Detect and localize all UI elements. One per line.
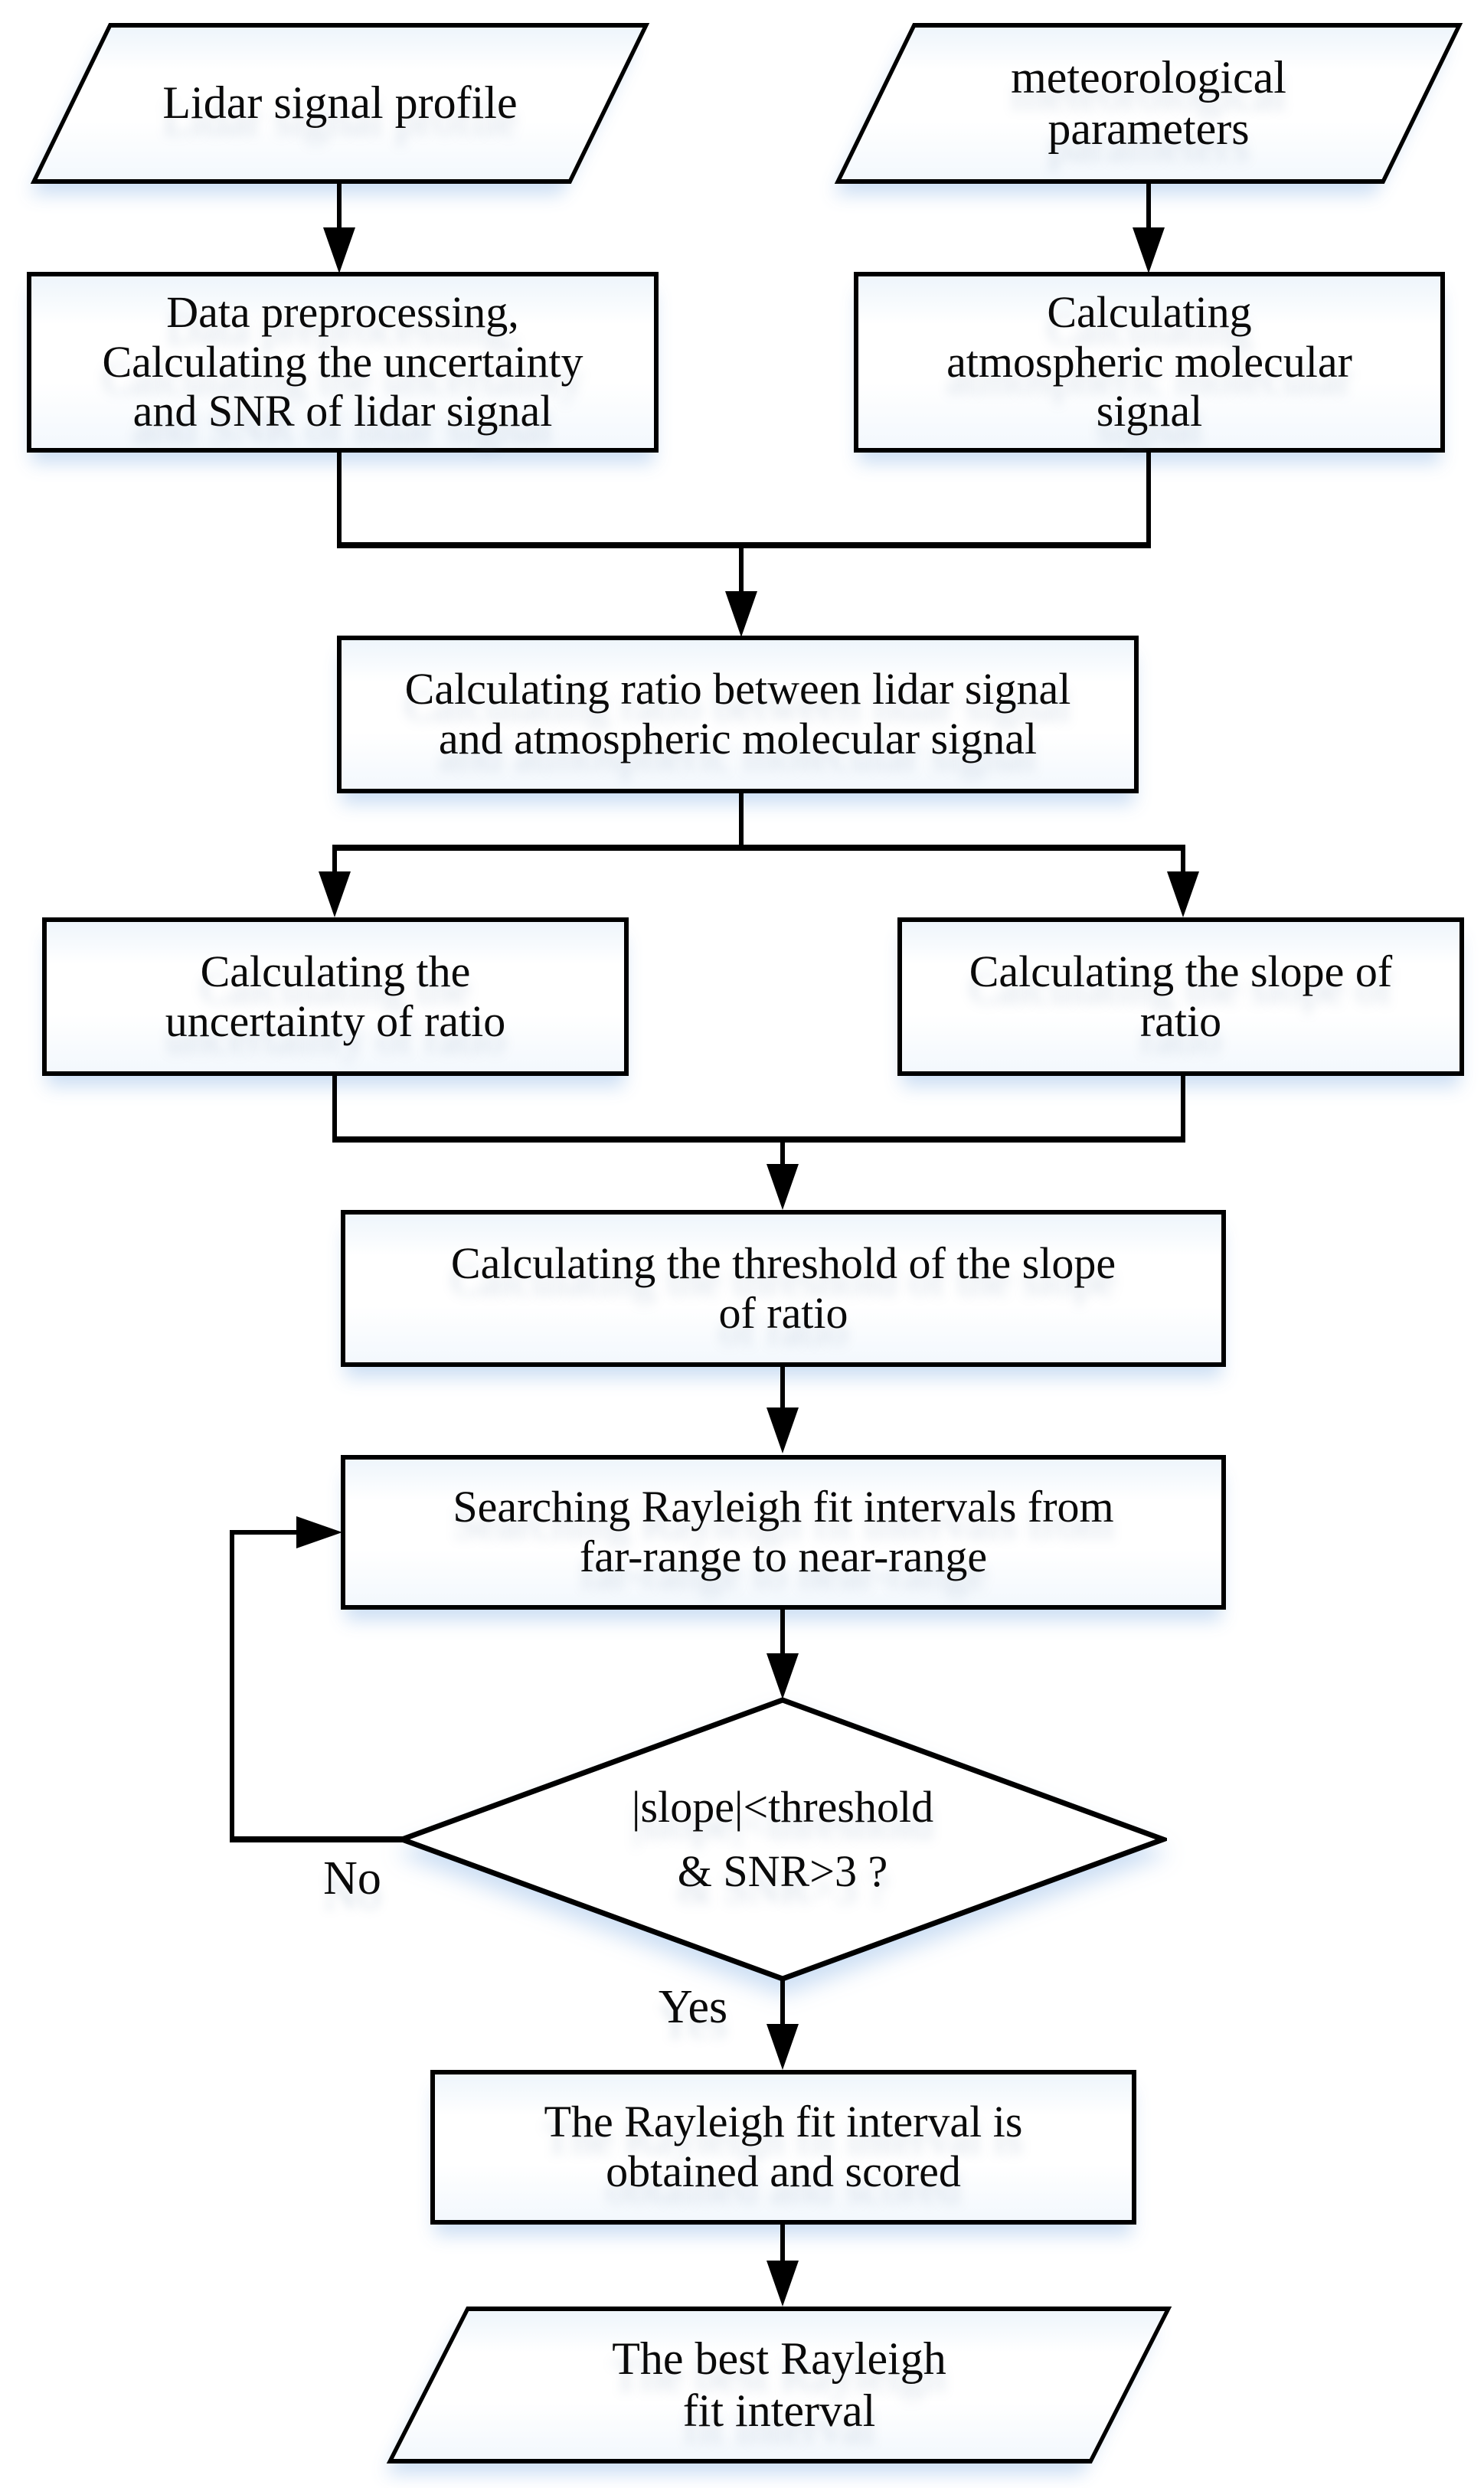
label-yes: Yes [658,1981,728,2033]
arrowhead-down [1133,227,1165,273]
connector-line [780,1365,785,1407]
arrowhead-down [767,1407,799,1453]
node-text-line: meteorological [1011,51,1286,103]
node-text-line: Calculating [1047,286,1252,337]
node-searching-intervals: Searching Rayleigh fit intervals from fa… [341,1455,1226,1610]
arrowhead-right [296,1516,342,1548]
node-text-line: Calculating the slope of [969,946,1393,996]
arrowhead-down [323,227,355,273]
arrowhead-down [767,1164,799,1210]
connector-line [1146,184,1151,231]
connector-line-no-branch [230,1530,299,1535]
node-text-line: Lidar signal profile [162,77,518,129]
connector-line [337,184,342,231]
connector-line [739,545,744,593]
connector-line [780,1139,785,1166]
connector-line [332,848,337,873]
node-text-line: The best Rayleigh [612,2333,946,2385]
label-no: No [323,1852,381,1904]
node-calc-threshold: Calculating the threshold of the slope o… [341,1210,1226,1367]
node-calc-uncertainty-of-ratio: Calculating the uncertainty of ratio [42,917,629,1076]
connector-line [337,542,1151,548]
connector-line [739,791,744,850]
connector-line-no-branch [230,1530,234,1842]
node-text-line: Calculating the uncertainty [102,336,583,387]
node-meteorological-parameters: meteorological parameters [834,23,1463,184]
connector-line [1181,1074,1185,1143]
node-text-line: ratio [1139,996,1222,1046]
node-text-line: signal [1096,386,1203,436]
node-text-line: Searching Rayleigh fit intervals from [453,1482,1114,1532]
connector-line-no-branch [230,1836,404,1842]
node-decision-slope-threshold: |slope|<threshold & SNR>3 ? [398,1696,1167,1983]
node-text-line: parameters [1048,103,1250,154]
node-text-line: fit interval [682,2385,876,2436]
node-text-line: uncertainty of ratio [165,996,506,1046]
arrowhead-down [725,591,757,637]
arrowhead-down [767,1653,799,1699]
connector-line [332,845,1185,851]
connector-line [332,1074,337,1143]
node-text-line: Data preprocessing, [166,286,519,337]
node-text-line: & SNR>3 ? [677,1846,888,1896]
arrowhead-down [319,871,351,917]
connector-line [780,1608,785,1654]
arrowhead-down [767,2024,799,2070]
node-interval-obtained-scored: The Rayleigh fit interval is obtained an… [430,2070,1136,2225]
node-calc-slope-of-ratio: Calculating the slope of ratio [897,917,1464,1076]
node-calc-ratio: Calculating ratio between lidar signal a… [337,636,1139,793]
arrowhead-down [767,2261,799,2307]
node-text-line: atmospheric molecular [946,336,1352,387]
connector-line [337,450,342,548]
node-text-line: and SNR of lidar signal [132,386,553,436]
node-calc-atmospheric-molecular-signal: Calculating atmospheric molecular signal [854,272,1445,453]
node-text-line: of ratio [718,1287,848,1338]
node-best-rayleigh-fit-interval: The best Rayleigh fit interval [386,2307,1172,2463]
arrowhead-down [1167,871,1199,917]
connector-line-yes-branch [780,1978,785,2024]
node-text-line: |slope|<threshold [631,1781,934,1832]
node-text-line: The Rayleigh fit interval is [544,2097,1023,2147]
connector-line [1181,848,1185,873]
node-text-line: Calculating ratio between lidar signal [404,664,1071,714]
node-text-line: far-range to near-range [579,1532,988,1581]
node-lidar-signal-profile: Lidar signal profile [30,23,650,184]
connector-line [780,2222,785,2261]
node-data-preprocessing: Data preprocessing, Calculating the unce… [27,272,659,453]
node-text-line: obtained and scored [606,2146,961,2196]
node-text-line: and atmospheric molecular signal [438,714,1038,763]
node-text-line: Calculating the [200,946,471,996]
node-text-line: Calculating the threshold of the slope [450,1237,1116,1288]
connector-line [1146,450,1151,548]
connector-line [332,1136,1185,1143]
